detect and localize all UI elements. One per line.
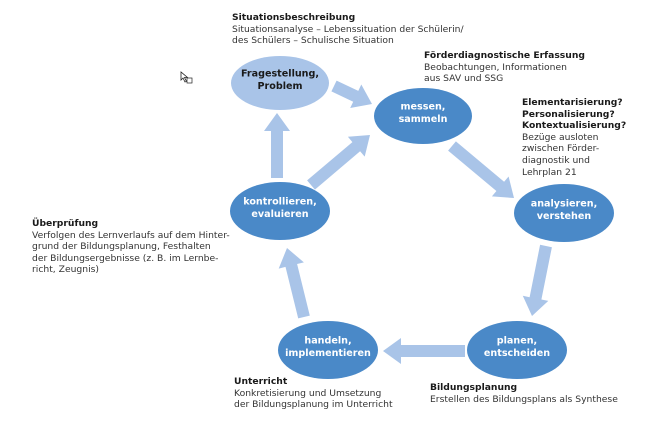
cycle-arrow xyxy=(522,244,552,316)
node-control: kontrollieren,evaluieren xyxy=(230,182,330,240)
annotation-body: Beobachtungen, Informationen aus SAV und… xyxy=(424,61,567,85)
cycle-arrow xyxy=(383,338,465,364)
annotation-heading: Unterricht xyxy=(234,376,288,387)
node-label-line: handeln, xyxy=(304,336,351,347)
cycle-arrow xyxy=(448,141,514,198)
annotation-heading: Bildungsplanung xyxy=(430,382,518,393)
annotation-body: Konkretisierung und Umsetzung der Bildun… xyxy=(234,387,393,411)
annotation-situation: Situationsbeschreibung Situationsanalyse… xyxy=(232,12,464,47)
node-shape xyxy=(374,88,472,144)
cycle-arrow xyxy=(331,80,372,108)
cycle-arrow xyxy=(307,135,370,190)
node-label-line: sammeln xyxy=(399,114,448,125)
node-measure: messen,sammeln xyxy=(374,88,472,144)
annotation-body: Situationsanalyse – Lebenssituation der … xyxy=(232,23,464,47)
node-shape xyxy=(514,184,614,242)
annotation-teaching: Unterricht Konkretisierung und Umsetzung… xyxy=(234,376,393,411)
annotation-body: Erstellen des Bildungsplans als Synthese xyxy=(430,393,618,405)
node-label-line: evaluieren xyxy=(251,209,308,220)
node-label-line: implementieren xyxy=(285,348,371,359)
node-label-line: analysieren, xyxy=(531,199,598,210)
annotation-assessment: Förderdiagnostische Erfassung Beobachtun… xyxy=(424,50,585,85)
annotation-heading: Förderdiagnostische Erfassung xyxy=(424,50,585,61)
annotation-heading: Überprüfung xyxy=(32,218,99,229)
node-shape xyxy=(230,182,330,240)
node-label-line: Problem xyxy=(257,81,302,92)
node-label-line: messen, xyxy=(401,102,446,113)
node-problem: Fragestellung,Problem xyxy=(231,56,329,110)
annotation-review: Überprüfung Verfolgen des Lernverlaufs a… xyxy=(32,218,230,276)
node-label-line: entscheiden xyxy=(484,348,550,359)
annotation-heading: Situationsbeschreibung xyxy=(232,12,356,23)
node-shape xyxy=(231,56,329,110)
annotation-heading: Elementarisierung? Personalisierung? Kon… xyxy=(522,97,627,132)
cycle-arrows xyxy=(264,80,552,364)
node-act: handeln,implementieren xyxy=(278,321,378,379)
node-label-line: kontrollieren, xyxy=(243,197,317,208)
annotation-body: Verfolgen des Lernverlaufs auf dem Hinte… xyxy=(32,229,230,276)
node-plan: planen,entscheiden xyxy=(467,321,567,379)
node-label-line: verstehen xyxy=(537,211,592,222)
mouse-cursor-icon xyxy=(180,71,193,84)
node-label-line: Fragestellung, xyxy=(241,69,319,80)
annotation-elementarization: Elementarisierung? Personalisierung? Kon… xyxy=(522,97,626,178)
node-shape xyxy=(278,321,378,379)
node-analyze: analysieren,verstehen xyxy=(514,184,614,242)
cycle-arrow xyxy=(278,248,310,319)
annotation-education-plan: Bildungsplanung Erstellen des Bildungspl… xyxy=(430,382,618,405)
annotation-body: Bezüge ausloten zwischen Förder- diagnos… xyxy=(522,131,600,178)
cycle-arrow xyxy=(264,113,290,178)
node-shape xyxy=(467,321,567,379)
node-label-line: planen, xyxy=(497,336,537,347)
cycle-nodes: Fragestellung,Problem messen,sammeln analy… xyxy=(230,56,614,379)
